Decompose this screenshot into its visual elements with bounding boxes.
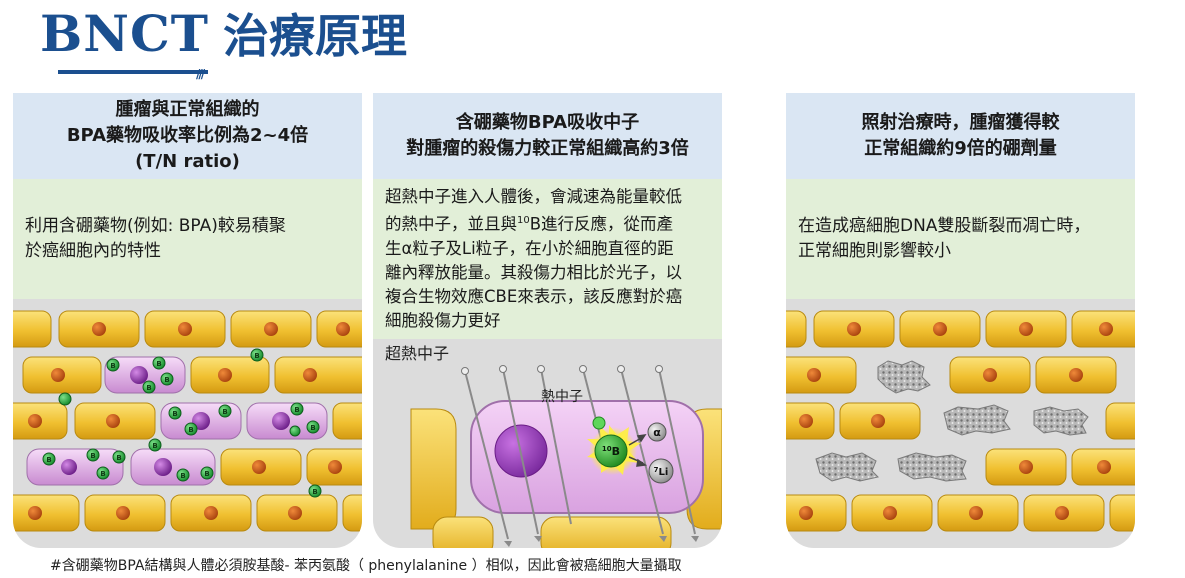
normal-cell-row	[13, 494, 362, 532]
tissue-dose-svg	[786, 310, 1135, 532]
dead-tumor-cell	[943, 404, 1011, 436]
body-line: 於癌細胞內的特性	[25, 241, 161, 261]
alpha-label: α	[653, 426, 661, 439]
body-line: 的熱中子，並且與10B進行反應，從而產	[385, 214, 674, 234]
mixed-cell-row	[815, 448, 1135, 486]
page-title: BNCT 治療原理	[40, 2, 407, 64]
normal-cell-bottom	[432, 516, 494, 548]
body-line: 利用含硼藥物(例如: BPA)較易積聚	[25, 216, 286, 236]
label-thermal-neutron: 熱中子	[541, 389, 583, 405]
title-underline	[58, 70, 208, 74]
neutron-particles	[461, 365, 663, 375]
panel-uptake: 腫瘤與正常組織的 BPA藥物吸收率比例為2~4倍 (T/N ratio) 利用含…	[13, 93, 362, 548]
svg-text:B: B	[46, 456, 51, 464]
svg-text:B: B	[164, 376, 169, 384]
heading-line: 對腫瘤的殺傷力較正常組織高約3倍	[406, 138, 689, 159]
neutron-capture-svg: 超熱中子	[385, 344, 722, 548]
dead-tumor-cell	[1033, 406, 1089, 436]
svg-text:B: B	[254, 352, 259, 360]
label-epithermal-neutron: 超熱中子	[385, 344, 449, 363]
svg-text:B: B	[156, 360, 161, 368]
panel-uptake-body: 利用含硼藥物(例如: BPA)較易積聚 於癌細胞內的特性	[13, 179, 362, 299]
neutron-arrowheads	[504, 536, 699, 547]
body-line: 細胞殺傷力更好	[385, 310, 501, 330]
panel-neutron-body: 超熱中子進入人體後，會減速為能量較低 的熱中子，並且與10B進行反應，從而產 生…	[373, 179, 722, 339]
panel-neutron-capture: 含硼藥物BPA吸收中子 對腫瘤的殺傷力較正常組織高約3倍 超熱中子進入人體後，會…	[373, 93, 722, 548]
panel-uptake-heading: 腫瘤與正常組織的 BPA藥物吸收率比例為2~4倍 (T/N ratio)	[13, 93, 362, 179]
tissue-uptake-svg: B B B B B B B B B B B B B B B B B B	[13, 310, 362, 532]
normal-cell-row	[786, 310, 1135, 348]
tissue-illustration-dose	[786, 299, 1135, 548]
superscript-10: 10	[517, 215, 530, 226]
svg-text:B: B	[116, 454, 121, 462]
svg-text:B: B	[312, 488, 317, 496]
svg-text:B: B	[152, 442, 157, 450]
normal-cell-row	[13, 310, 362, 348]
panel-dose-heading: 照射治療時，腫瘤獲得較 正常組織約9倍的硼劑量	[786, 93, 1135, 179]
alpha-particle	[647, 422, 667, 442]
body-line: 超熱中子進入人體後，會減速為能量較低	[385, 187, 682, 206]
svg-text:B: B	[188, 426, 193, 434]
title-bnct: BNCT	[40, 3, 209, 63]
neutron-capture-illustration: 超熱中子	[373, 339, 722, 548]
svg-text:B: B	[172, 410, 177, 418]
mixed-cell-row	[786, 356, 1117, 394]
heading-line: 照射治療時，腫瘤獲得較	[861, 112, 1060, 133]
svg-text:B: B	[222, 408, 227, 416]
reaction-arrows	[628, 434, 647, 467]
mixed-cell-row	[786, 402, 1135, 440]
svg-text:B: B	[180, 472, 185, 480]
thermal-neutron-particle	[592, 416, 606, 430]
body-line: 複合生物效應CBE來表示，該反應對於癌	[385, 286, 683, 306]
panel-dose-body: 在造成癌細胞DNA雙股斷裂而凋亡時， 正常細胞則影響較小	[786, 179, 1135, 299]
svg-text:B: B	[310, 424, 315, 432]
svg-text:B: B	[110, 362, 115, 370]
footnote: #含硼藥物BPA結構與人體必須胺基酸- 苯丙氨酸（ phenylalanine …	[50, 558, 682, 574]
boron-10-atom	[594, 434, 628, 468]
heading-line: 腫瘤與正常組織的	[115, 99, 260, 120]
body-line: 正常細胞則影響較小	[798, 241, 951, 261]
dead-tumor-cell	[815, 452, 879, 482]
lithium-particle	[648, 458, 674, 484]
tissue-illustration-uptake: B B B B B B B B B B B B B B B B B B	[13, 299, 362, 548]
normal-cell-bottom	[540, 516, 672, 548]
heading-line: (T/N ratio)	[135, 151, 240, 172]
boron-10-label: 10B	[602, 445, 620, 458]
svg-text:B: B	[90, 452, 95, 460]
panel-dose: 照射治療時，腫瘤獲得較 正常組織約9倍的硼劑量 在造成癌細胞DNA雙股斷裂而凋亡…	[786, 93, 1135, 548]
body-line: 生α粒子及Li粒子，在小於細胞直徑的距	[385, 238, 674, 258]
svg-text:B: B	[100, 470, 105, 478]
lithium-label: 7Li	[654, 466, 669, 478]
dead-tumor-cell	[897, 452, 967, 482]
normal-cell-row	[786, 494, 1135, 532]
body-line: 離內釋放能量。其殺傷力相比於光子，以	[385, 262, 682, 282]
heading-line: 含硼藥物BPA吸收中子	[455, 112, 640, 133]
svg-text:B: B	[294, 406, 299, 414]
title-slash-decoration: ///	[196, 67, 205, 81]
mixed-cell-row	[22, 356, 362, 394]
boron-atoms: B B B B B B B B B B B B B B B B B B	[42, 348, 322, 498]
title-principle: 治療原理	[222, 9, 407, 63]
mixed-cell-row	[26, 448, 362, 486]
normal-cell-left	[410, 408, 457, 530]
svg-text:B: B	[204, 470, 209, 478]
svg-text:B: B	[146, 384, 151, 392]
panel-neutron-heading: 含硼藥物BPA吸收中子 對腫瘤的殺傷力較正常組織高約3倍	[373, 93, 722, 179]
dead-tumor-cell	[877, 360, 931, 394]
heading-line: BPA藥物吸收率比例為2~4倍	[66, 125, 309, 146]
body-line: 在造成癌細胞DNA雙股斷裂而凋亡時，	[798, 216, 1091, 236]
heading-line: 正常組織約9倍的硼劑量	[864, 138, 1057, 159]
